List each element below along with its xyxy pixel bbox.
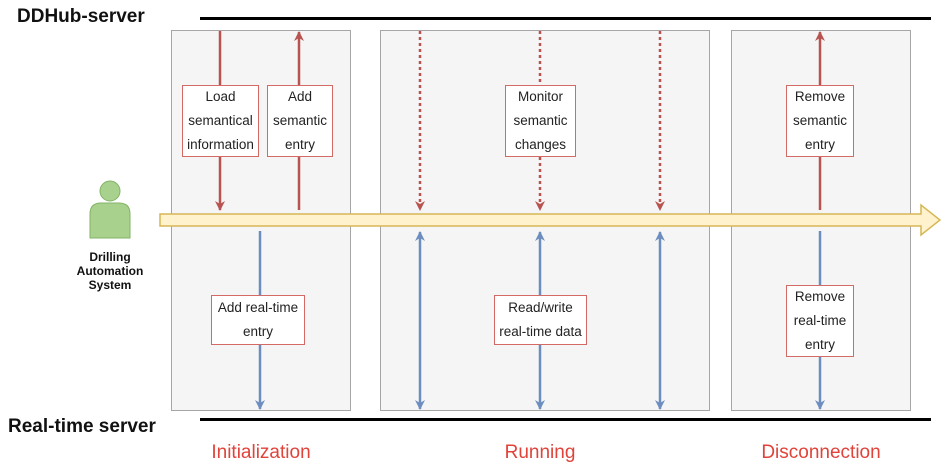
ddhub-server-label: DDHub-server	[17, 6, 145, 27]
phase-label-initialization: Initialization	[211, 442, 311, 463]
remove-realtime-box: Remove real-time entry	[786, 285, 854, 357]
remove-semantic-box: Remove semantic entry	[786, 85, 854, 157]
add-realtime-box: Add real-time entry	[211, 295, 305, 345]
realtime-server-label: Real-time server	[8, 416, 156, 437]
timeline-arrow	[159, 203, 941, 237]
phase-label-disconnection: Disconnection	[761, 442, 881, 463]
phase-label-running: Running	[504, 442, 576, 463]
ddhub-server-line	[200, 17, 931, 20]
realtime-server-line	[200, 418, 931, 421]
monitor-semantic-box: Monitor semantic changes	[505, 85, 576, 157]
readwrite-realtime-box: Read/write real-time data	[494, 295, 587, 345]
add-semantic-box: Add semantic entry	[267, 85, 333, 157]
actor-label: Drilling Automation System	[76, 250, 144, 292]
user-icon	[89, 180, 131, 239]
load-semantic-box: Load semantical information	[182, 85, 259, 157]
